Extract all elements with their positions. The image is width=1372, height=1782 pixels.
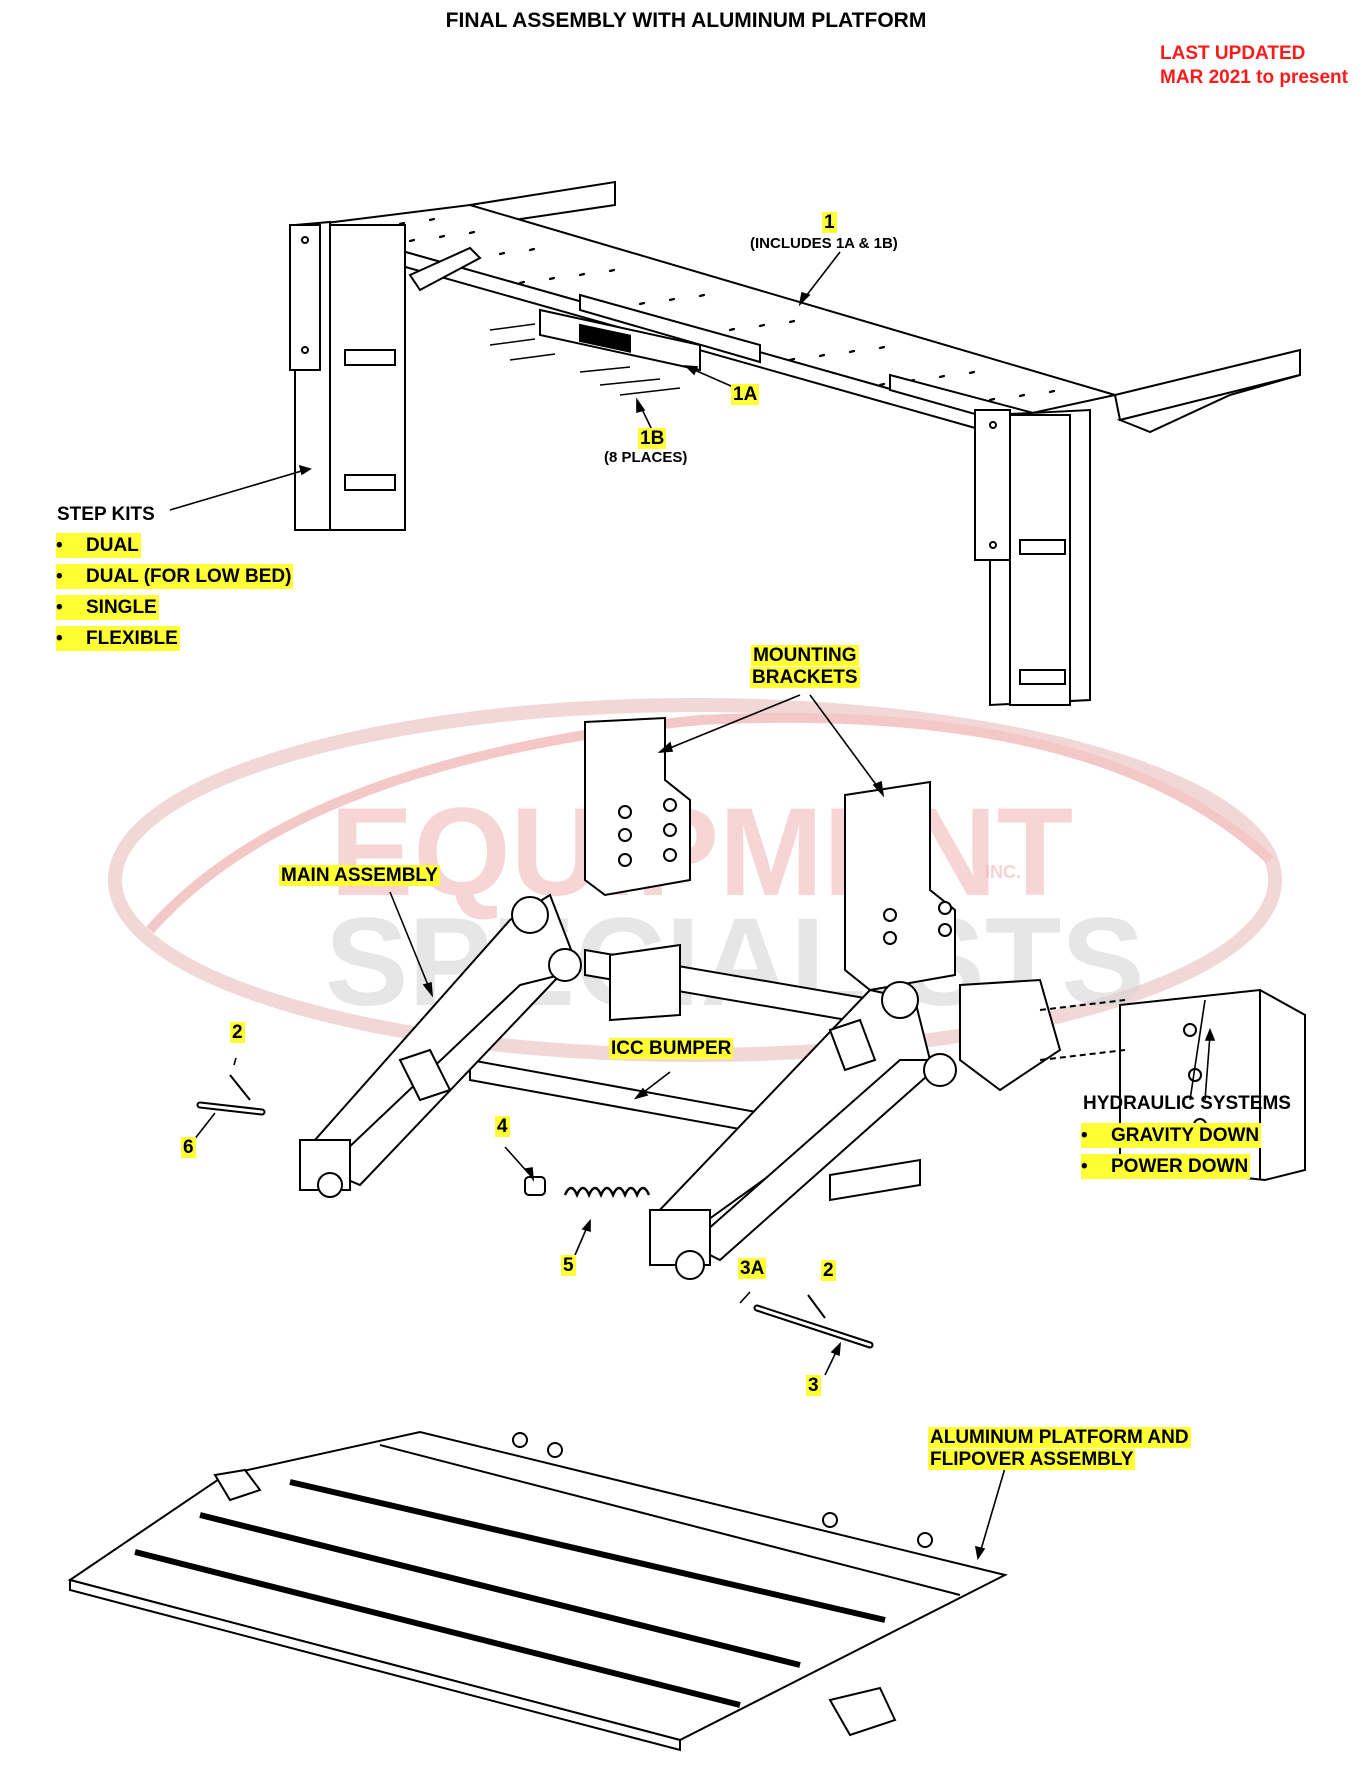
step-kit-item-label: FLEXIBLE xyxy=(86,628,178,649)
callout-2-right: 2 xyxy=(821,1260,836,1281)
bullet-icon: • xyxy=(1081,1125,1088,1146)
bullet-icon: • xyxy=(56,628,63,649)
step-kit-item: • FLEXIBLE xyxy=(56,626,293,659)
last-updated: LAST UPDATED MAR 2021 to present xyxy=(1160,42,1348,90)
hydraulic-option-item: • GRAVITY DOWN xyxy=(1081,1123,1262,1156)
bullet-icon: • xyxy=(56,535,63,556)
callout-5: 5 xyxy=(561,1255,576,1276)
step-kit-item: • DUAL xyxy=(56,533,293,566)
main-assembly-label: MAIN ASSEMBLY xyxy=(279,865,440,886)
watermark-inc: INC. xyxy=(985,862,1021,882)
icc-bumper-label: ICC BUMPER xyxy=(609,1038,734,1059)
step-kit-item: • DUAL (FOR LOW BED) xyxy=(56,564,294,597)
hydraulic-option-item: • POWER DOWN xyxy=(1081,1154,1261,1187)
page-title: FINAL ASSEMBLY WITH ALUMINUM PLATFORM xyxy=(445,9,927,32)
step-kit-item: • SINGLE xyxy=(56,595,293,628)
callout-1-note: (INCLUDES 1A & 1B) xyxy=(750,235,898,252)
callout-1b-note: (8 PLACES) xyxy=(604,449,688,466)
step-kits-list: • DUAL • DUAL (FOR LOW BED) • SINGLE • FLEXIBLE xyxy=(56,533,294,659)
step-kit-drawing xyxy=(289,180,1301,707)
callout-2-left: 2 xyxy=(230,1022,245,1043)
step-kits-heading: STEP KITS xyxy=(57,504,155,525)
step-kit-item-label: DUAL (FOR LOW BED) xyxy=(86,566,292,587)
mounting-brackets-label: MOUNTING BRACKETS xyxy=(750,645,860,688)
platform-label: ALUMINUM PLATFORM AND FLIPOVER ASSEMBLY xyxy=(928,1427,1191,1470)
watermark-line1: EQUIPMENT xyxy=(330,783,1073,922)
main-assembly-drawing xyxy=(196,716,1306,1349)
hydraulic-option-item-label: POWER DOWN xyxy=(1111,1156,1249,1177)
hydraulic-systems-list: • GRAVITY DOWN • POWER DOWN xyxy=(1081,1123,1262,1187)
callout-3: 3 xyxy=(806,1375,821,1396)
bullet-icon: • xyxy=(1081,1156,1088,1177)
step-kit-item-label: SINGLE xyxy=(86,597,157,618)
last-updated-line2: MAR 2021 to present xyxy=(1160,67,1348,88)
bullet-icon: • xyxy=(56,597,63,618)
callout-1a: 1A xyxy=(731,384,760,405)
last-updated-line1: LAST UPDATED xyxy=(1160,43,1306,64)
hydraulic-option-item-label: GRAVITY DOWN xyxy=(1111,1125,1260,1146)
step-kit-item-label: DUAL xyxy=(86,535,139,556)
callout-1b: 1B xyxy=(638,428,667,449)
hydraulic-systems-heading: HYDRAULIC SYSTEMS xyxy=(1083,1093,1291,1114)
platform-drawing xyxy=(67,1430,1008,1752)
callout-4: 4 xyxy=(495,1116,510,1137)
callout-1: 1 xyxy=(822,212,837,233)
bullet-icon: • xyxy=(56,566,63,587)
callout-3a: 3A xyxy=(738,1258,767,1279)
callout-6: 6 xyxy=(181,1137,196,1158)
